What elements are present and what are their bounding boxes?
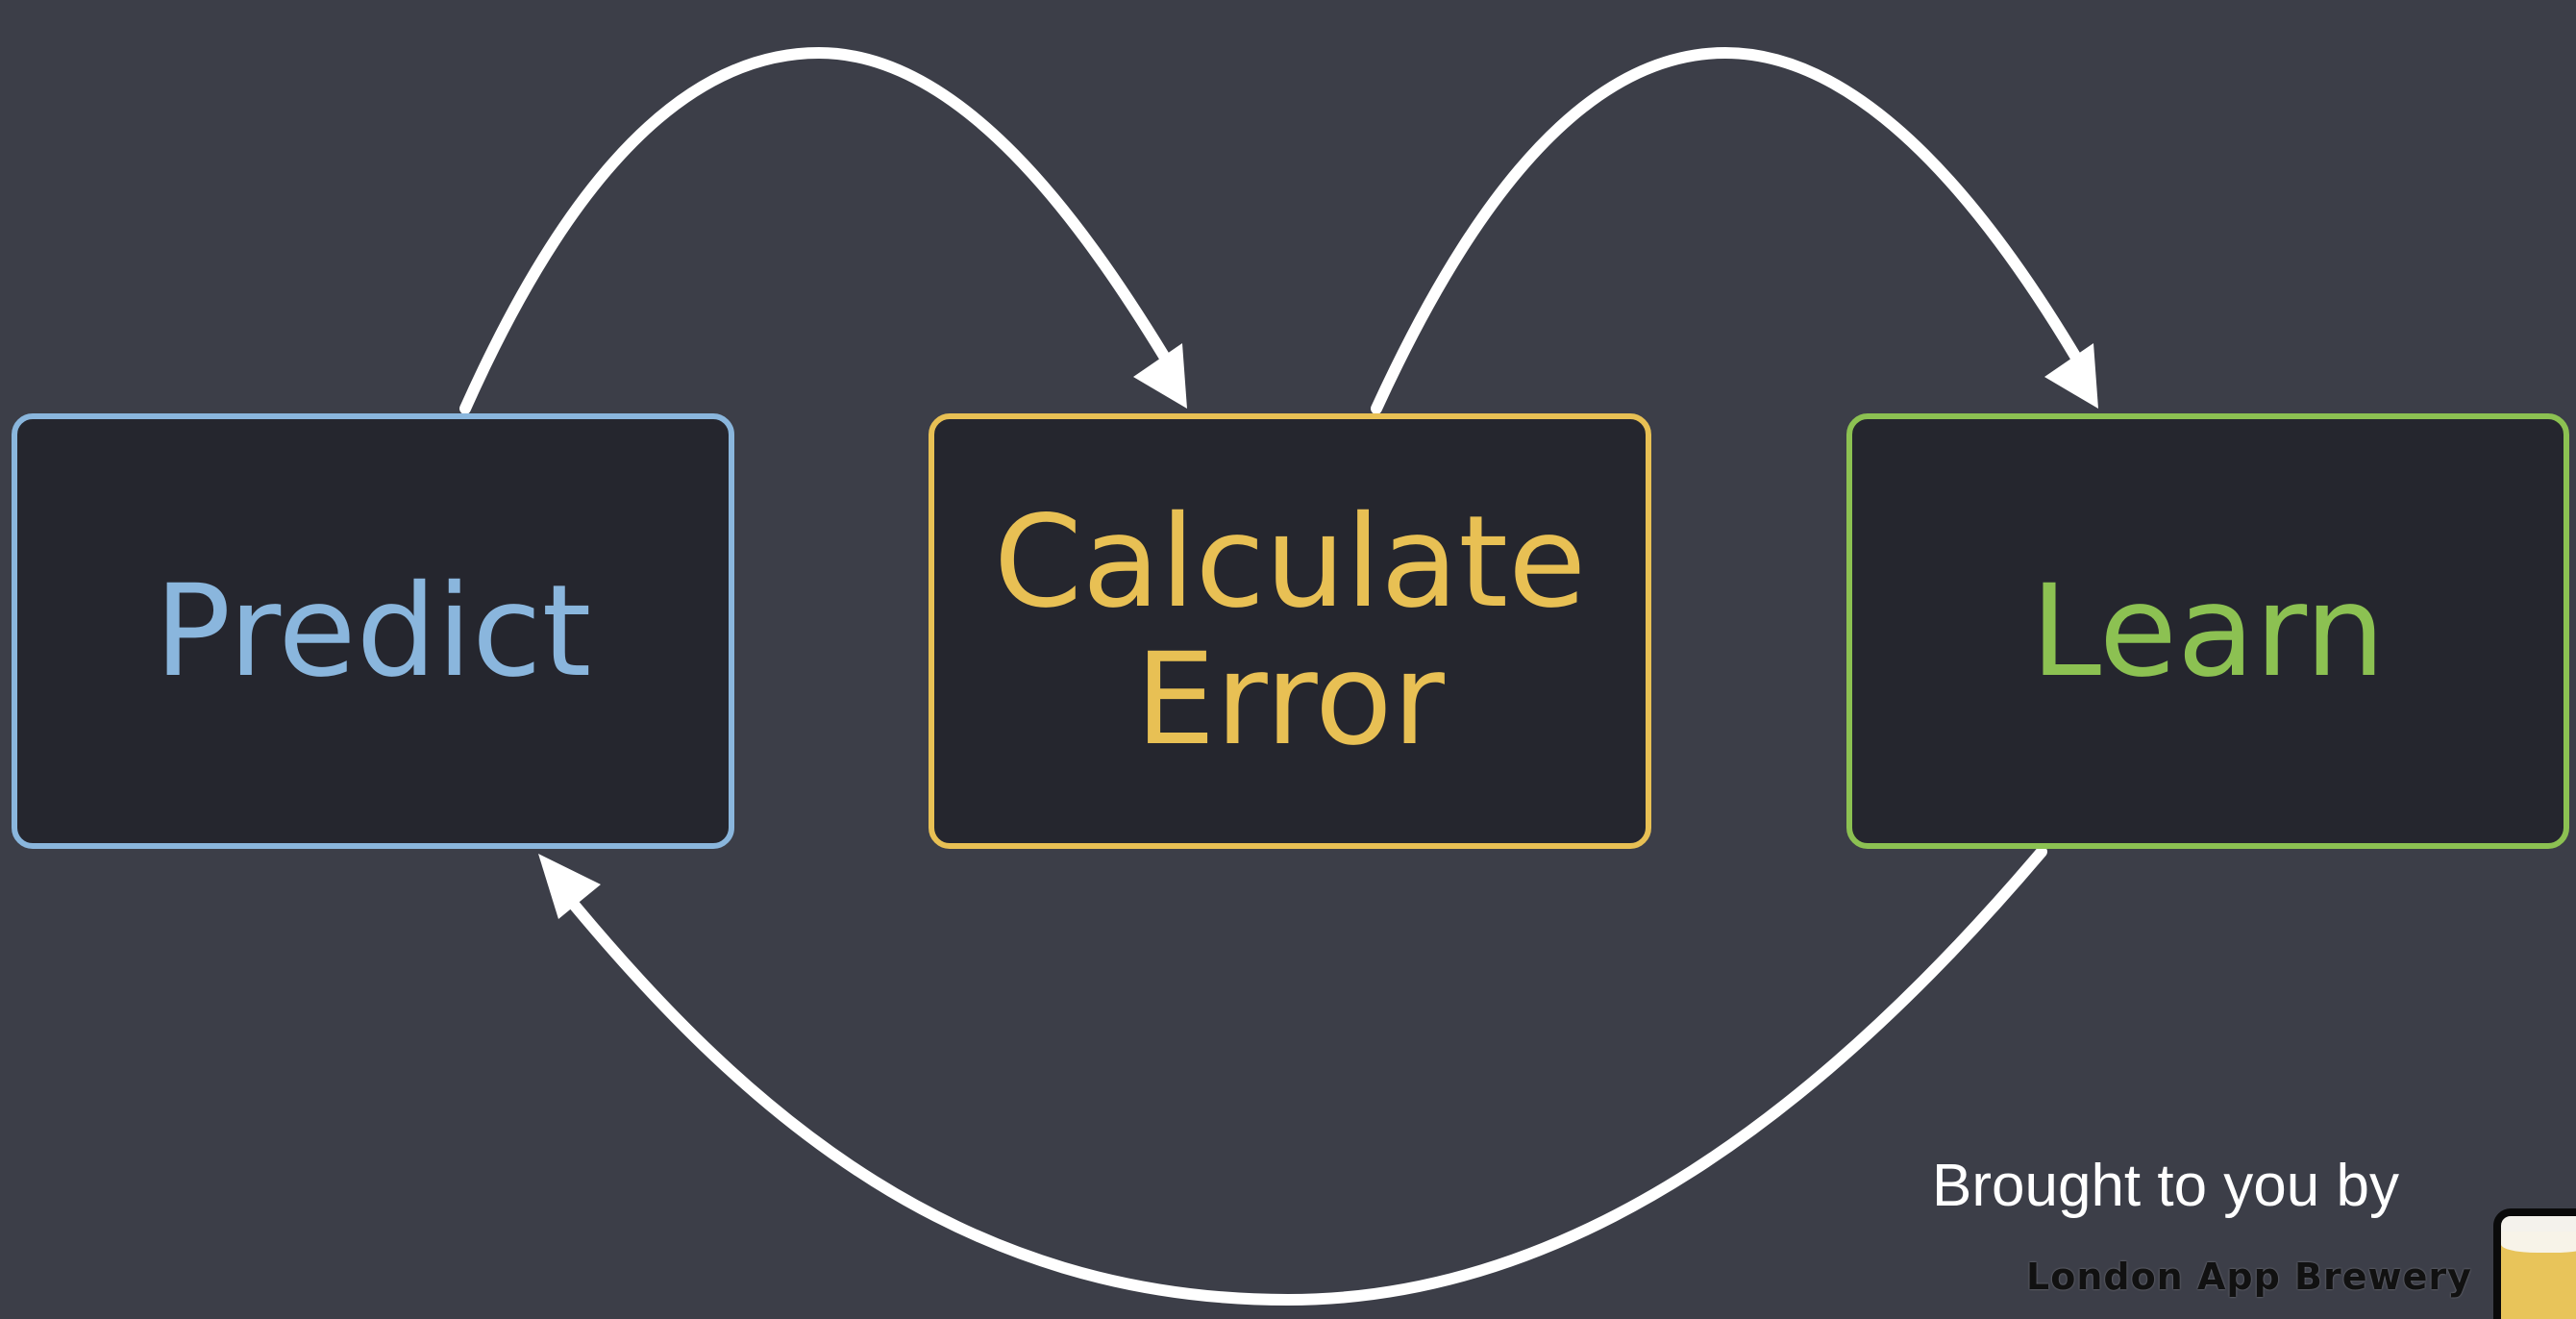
brand-name: London App Brewery	[2026, 1256, 2472, 1298]
node-predict-label: Predict	[154, 557, 592, 706]
credit-intro: Brought to you by	[1932, 1153, 2399, 1219]
node-predict: Predict	[12, 413, 734, 849]
arrowhead-into-learn	[2044, 343, 2098, 409]
arrow-predict-to-calculate-error	[459, 46, 1171, 414]
arrow-learn-to-predict	[569, 846, 2047, 1307]
node-calculate-error-label: Calculate Error	[993, 487, 1587, 774]
node-learn: Learn	[1846, 413, 2569, 849]
beer-glass-icon	[2493, 1208, 2576, 1319]
arrowhead-into-predict	[538, 854, 601, 919]
arrow-calculate-error-to-learn	[1371, 46, 2082, 414]
node-learn-label: Learn	[2030, 557, 2386, 706]
arrowhead-into-calculate-error	[1133, 343, 1187, 409]
node-calculate-error: Calculate Error	[929, 413, 1651, 849]
